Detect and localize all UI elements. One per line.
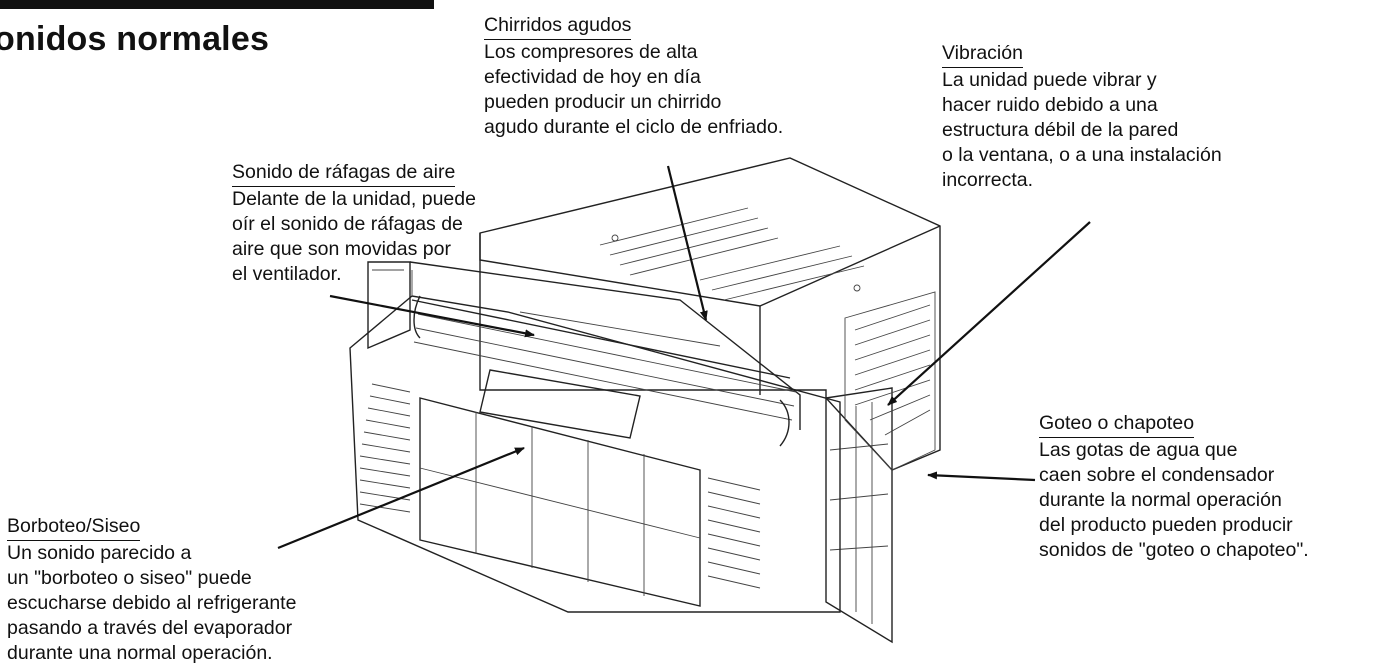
front-grille	[349, 261, 841, 613]
callout-rafagas: Sonido de ráfagas de aire Delante de la …	[232, 160, 476, 287]
rear-housing	[479, 157, 941, 471]
callout-vibracion: Vibración La unidad puede vibrar y hacer…	[942, 41, 1222, 193]
page-title: onidos normales	[0, 20, 270, 58]
callout-goteo-text: Las gotas de agua que caen sobre el cond…	[1039, 439, 1309, 561]
callout-vibracion-heading: Vibración	[942, 41, 1023, 68]
callout-rafagas-text: Delante de la unidad, puede oír el sonid…	[232, 188, 476, 285]
callout-borboteo: Borboteo/Siseo Un sonido parecido a un "…	[7, 514, 296, 666]
callout-borboteo-text: Un sonido parecido a un "borboteo o sise…	[7, 542, 297, 664]
callout-vibracion-text: La unidad puede vibrar y hacer ruido deb…	[942, 69, 1222, 191]
callout-chirridos: Chirridos agudos Los compresores de alta…	[484, 13, 783, 140]
callout-chirridos-heading: Chirridos agudos	[484, 13, 632, 40]
callout-goteo-heading: Goteo o chapoteo	[1039, 411, 1195, 438]
pointer-arrows	[277, 165, 1091, 550]
callout-goteo: Goteo o chapoteo Las gotas de agua que c…	[1039, 411, 1309, 563]
callout-borboteo-heading: Borboteo/Siseo	[7, 514, 141, 541]
callout-rafagas-heading: Sonido de ráfagas de aire	[232, 160, 456, 187]
header-rule	[0, 0, 434, 9]
callout-chirridos-text: Los compresores de alta efectividad de h…	[484, 41, 784, 138]
air-louvers	[411, 295, 797, 447]
side-panel-right	[825, 387, 893, 644]
side-panel-left	[367, 261, 411, 350]
